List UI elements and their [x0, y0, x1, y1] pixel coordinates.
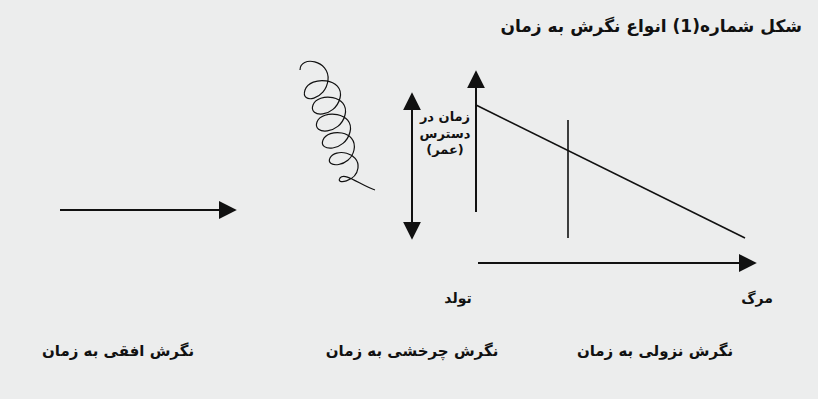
spiral [300, 61, 375, 190]
present-line [567, 120, 569, 238]
horizontal-arrow [60, 209, 235, 211]
view-caption: نگرش نزولی به زمان [577, 342, 733, 362]
view-caption: نگرش چرخشی به زمان [326, 342, 499, 362]
vertical-axis [475, 72, 477, 212]
figure-title: شکل شماره(1) انواع نگرش به زمان [500, 15, 802, 37]
time-axis [478, 262, 755, 264]
double-arrow [411, 94, 413, 238]
decline-line [476, 105, 745, 238]
axis-label: تولد [444, 289, 471, 307]
axis-label: مرگ [741, 289, 773, 307]
view-caption: نگرش افقی به زمان [42, 342, 194, 362]
axis-label: زمان در دسترس (عمر) [416, 109, 474, 160]
